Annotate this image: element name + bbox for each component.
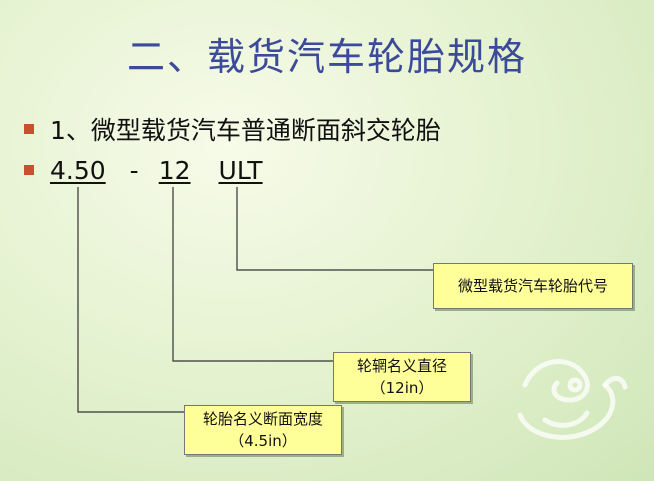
callout-section-width: 轮胎名义断面宽度 （4.5in） bbox=[184, 405, 342, 455]
tire-spec: 4.50 - 12 ULT bbox=[50, 156, 263, 185]
bullet-text: 1、微型载货汽车普通断面斜交轮胎 bbox=[50, 116, 441, 145]
callout-type-code: 微型载货汽车轮胎代号 bbox=[433, 263, 633, 309]
square-bullet-icon bbox=[24, 165, 34, 175]
callout-section-width-label: 轮胎名义断面宽度 bbox=[202, 410, 323, 428]
spec-dash: - bbox=[129, 155, 139, 185]
spec-tire-type: ULT bbox=[218, 155, 263, 185]
dragon-seal-watermark-icon bbox=[517, 359, 628, 440]
bullet-item-1: 1、微型载货汽车普通断面斜交轮胎 bbox=[24, 111, 441, 147]
spec-section-width: 4.50 bbox=[50, 155, 106, 185]
callout-rim-diameter-value: （12in） bbox=[370, 379, 434, 397]
callout-rim-diameter: 轮辋名义直径 （12in） bbox=[333, 352, 471, 402]
bullet-item-2: 4.50 - 12 ULT bbox=[24, 152, 263, 188]
spec-rim-diameter: 12 bbox=[158, 155, 191, 185]
connector-section-width bbox=[77, 187, 184, 413]
connector-rim-diameter bbox=[172, 187, 333, 362]
callout-rim-diameter-label: 轮辋名义直径 bbox=[356, 357, 447, 375]
slide-title: 二、载货汽车轮胎规格 bbox=[126, 35, 527, 79]
callout-type-code-label: 微型载货汽车轮胎代号 bbox=[457, 277, 608, 295]
callout-section-width-value: （4.5in） bbox=[229, 432, 297, 450]
connector-type-code bbox=[236, 187, 433, 271]
square-bullet-icon bbox=[24, 124, 34, 134]
